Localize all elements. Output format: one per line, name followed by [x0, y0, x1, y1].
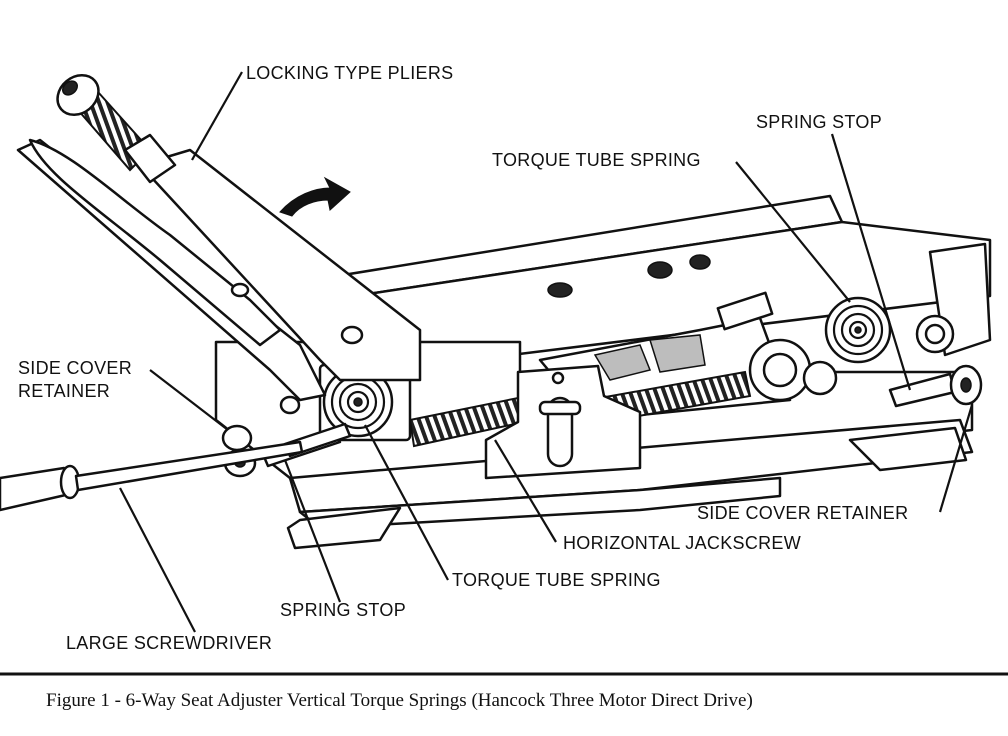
left-torque-tube-spring	[318, 363, 412, 442]
label-torque-tube-spring-bottom: TORQUE TUBE SPRING	[452, 570, 661, 590]
rotation-direction-arrow-icon	[279, 176, 351, 217]
jackscrew-nut-block	[484, 364, 642, 480]
label-side-cover-retainer-right: SIDE COVER RETAINER	[697, 503, 908, 523]
label-side-cover-retainer-left-line1: SIDE COVER	[18, 358, 132, 378]
leader-lines	[119, 71, 974, 633]
label-spring-stop-top: SPRING STOP	[756, 112, 882, 132]
label-locking-type-pliers: LOCKING TYPE PLIERS	[246, 63, 453, 83]
right-side-cover-retainer	[949, 364, 983, 406]
label-spring-stop-bottom: SPRING STOP	[280, 600, 406, 620]
label-side-cover-retainer-left-line2: RETAINER	[18, 381, 110, 401]
locking-type-pliers	[16, 73, 422, 415]
label-large-screwdriver: LARGE SCREWDRIVER	[66, 633, 272, 653]
label-horizontal-jackscrew: HORIZONTAL JACKSCREW	[563, 533, 801, 553]
figure-caption: Figure 1 - 6-Way Seat Adjuster Vertical …	[46, 690, 753, 711]
large-screwdriver	[0, 440, 304, 512]
right-torque-tube-spring	[824, 296, 955, 364]
label-torque-tube-spring-top: TORQUE TUBE SPRING	[492, 150, 701, 170]
